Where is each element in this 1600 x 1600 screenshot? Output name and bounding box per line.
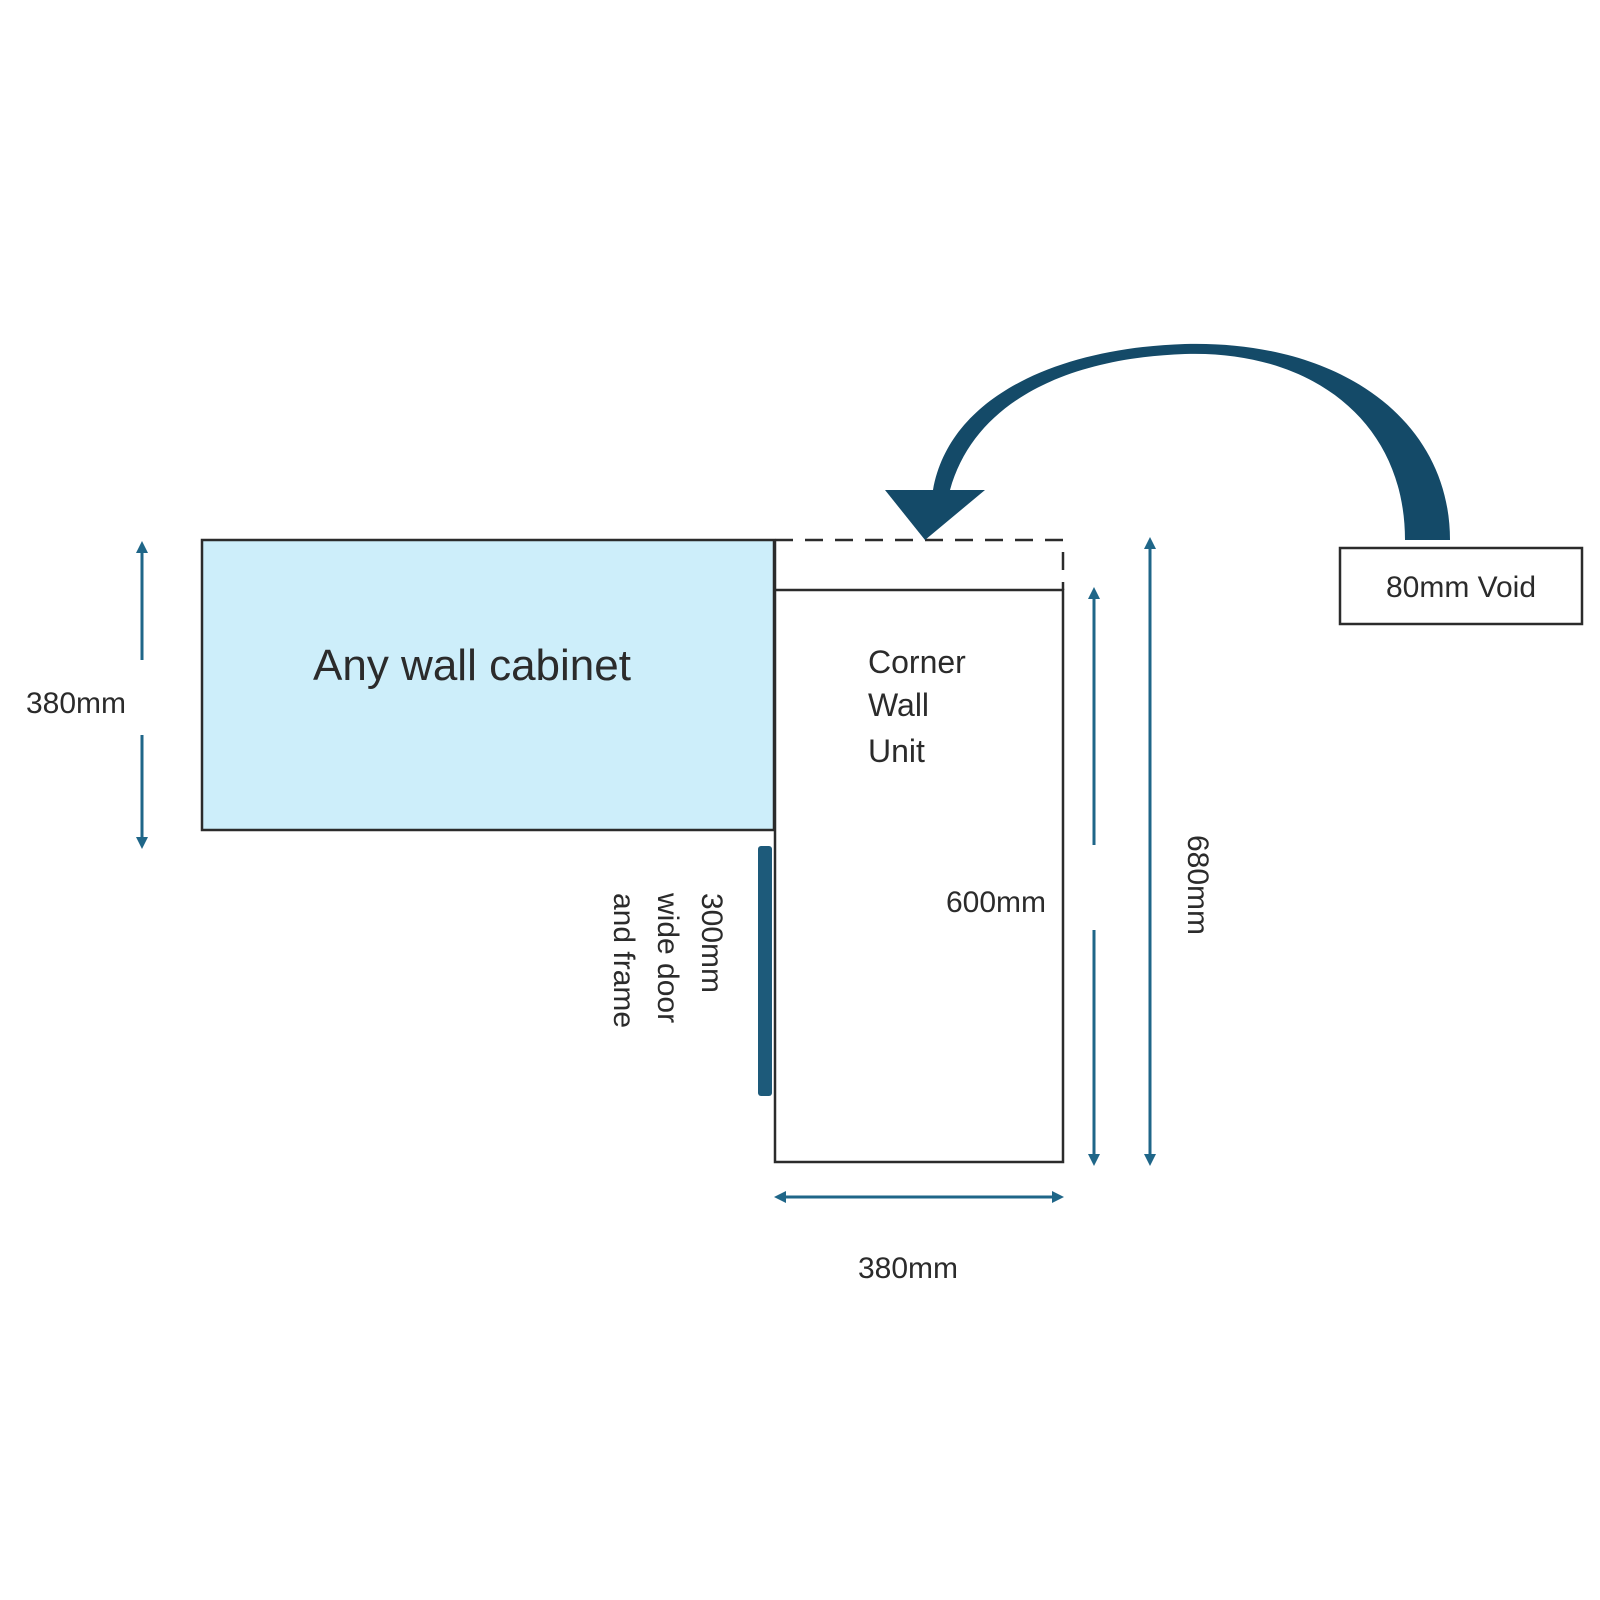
door-label-2: wide door — [651, 892, 684, 1023]
corner-wall-unit-label-1: Corner — [868, 644, 966, 680]
any-wall-cabinet-label: Any wall cabinet — [313, 641, 631, 690]
corner-wall-unit-box — [773, 588, 1065, 1164]
door-label-1: 300mm — [695, 893, 728, 993]
inner-height-label: 600mm — [946, 886, 1046, 919]
void-label-box — [1338, 546, 1584, 626]
void-dashed-outline — [775, 538, 1065, 590]
left-height-label: 380mm — [26, 687, 126, 720]
outer-height-label: 680mm — [1181, 835, 1214, 935]
any-wall-cabinet-box — [200, 538, 776, 832]
curved-arrow-shaft — [933, 343, 1450, 540]
corner-width-label: 380mm — [858, 1252, 958, 1285]
door-panel — [758, 846, 772, 1096]
corner-wall-unit-label-2: Wall — [868, 687, 929, 723]
curved-arrow-head — [885, 490, 985, 540]
void-label: 80mm Void — [1386, 571, 1536, 604]
corner-wall-unit-label-3: Unit — [868, 733, 925, 769]
door-label-3: and frame — [607, 893, 640, 1028]
